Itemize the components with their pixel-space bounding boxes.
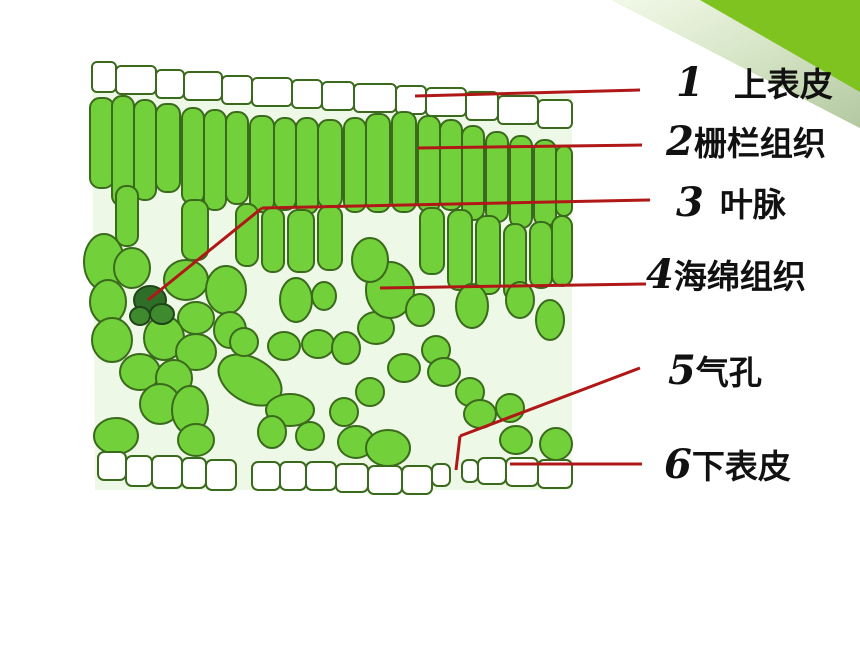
palisade-tissue: [89, 95, 573, 301]
label-1-number: 1: [676, 59, 704, 106]
label-3-number: 3: [676, 179, 704, 226]
label-lower-epidermis: 6下表皮: [664, 440, 791, 488]
label-4-text: 海绵组织: [673, 257, 806, 296]
label-vein: 3 叶脉: [676, 178, 786, 226]
upper-epidermis: [91, 61, 573, 129]
lower-epidermis: [97, 451, 573, 495]
label-2-text: 栅栏组织: [693, 124, 826, 163]
leader-lines: [147, 88, 651, 471]
corner-ribbon-decoration: [612, 0, 860, 128]
label-5-text: 气孔: [695, 353, 762, 392]
label-3-text: 叶脉: [719, 185, 786, 224]
label-4-number: 4: [646, 251, 674, 298]
spongy-tissue: [83, 233, 573, 467]
label-stoma: 5气孔: [668, 346, 762, 394]
label-5-number: 5: [668, 347, 696, 394]
label-6-number: 6: [664, 441, 692, 488]
label-6-text: 下表皮: [691, 447, 791, 486]
label-palisade-tissue: 2栅栏组织: [666, 117, 826, 165]
label-spongy-tissue: 4海绵组织: [646, 250, 806, 298]
label-2-number: 2: [666, 118, 694, 165]
label-1-text: 上表皮: [733, 65, 833, 104]
label-upper-epidermis: 1 上表皮: [676, 58, 833, 106]
